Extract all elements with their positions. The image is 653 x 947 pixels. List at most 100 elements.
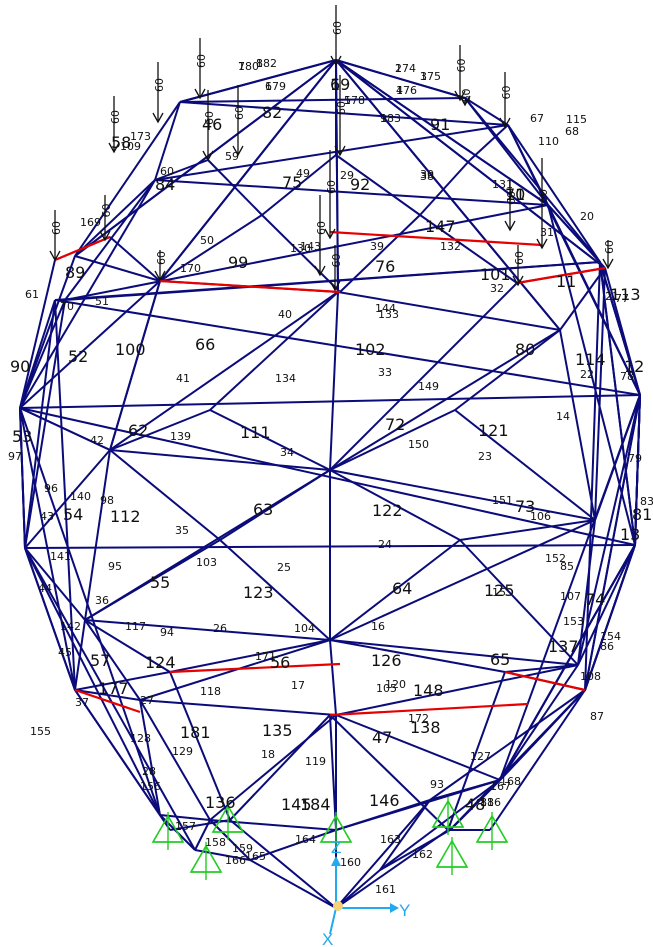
member-label: 113 [610, 285, 641, 304]
member-label: 177 [98, 679, 129, 698]
frame-member [594, 267, 606, 521]
member-label: 58 [111, 133, 131, 152]
member-label: 63 [253, 500, 273, 519]
frame-member [159, 59, 337, 282]
pinned-support-icon [319, 812, 353, 850]
frame-member [24, 544, 636, 549]
frame-member [547, 204, 641, 396]
down-arrow-icon [194, 88, 206, 100]
member-label: 25 [277, 561, 291, 574]
frame-member [329, 282, 518, 471]
member-label: 119 [305, 755, 326, 768]
member-label: 110 [538, 135, 559, 148]
frame-member [504, 664, 579, 673]
member-label: 147 [425, 217, 456, 236]
load-value: 60 [325, 180, 338, 194]
frame-member [459, 539, 579, 666]
load-value: 60 [331, 21, 344, 35]
frame-member [24, 547, 161, 816]
member-label: 141 [50, 550, 71, 563]
member-label: 156 [140, 780, 161, 793]
frame-member [459, 519, 596, 541]
frame-member [209, 291, 339, 411]
member-label: 57 [90, 651, 110, 670]
frame-member [335, 59, 561, 331]
axis-z-arrow-icon [331, 856, 341, 866]
frame-member [447, 671, 506, 831]
member-label: 53 [12, 427, 32, 446]
member-label: 39 [370, 240, 384, 253]
member-label: 172 [408, 712, 429, 725]
load-value: 60 [505, 191, 518, 205]
down-arrow-icon [602, 258, 614, 270]
point-load: 60 [330, 5, 344, 67]
frame-member [207, 159, 263, 216]
frame-member [419, 214, 518, 284]
member-label: 82 [262, 103, 282, 122]
member-label: 135 [262, 721, 293, 740]
member-label: 68 [565, 125, 579, 138]
member-label: 17 [291, 679, 305, 692]
point-load: 60 [154, 250, 168, 282]
load-value: 60 [335, 101, 348, 115]
frame-member [109, 409, 211, 451]
member-label: 95 [108, 560, 122, 573]
frame-member [194, 849, 251, 861]
member-label: 11 [556, 272, 576, 291]
member-label: 129 [172, 745, 193, 758]
frame-member [139, 699, 211, 821]
member-label: 4 [396, 84, 403, 97]
axis-z-label: Z [331, 838, 341, 857]
frame-member [109, 236, 161, 282]
member-label: 3 [420, 70, 427, 83]
brace-member [169, 662, 341, 674]
frame-member [84, 619, 331, 641]
member-label: 124 [145, 653, 176, 672]
frame-member [24, 299, 56, 549]
member-label: 2 [395, 62, 402, 75]
member-label: 47 [372, 728, 392, 747]
frame-member [84, 619, 141, 701]
member-label: 162 [412, 848, 433, 861]
frame-member [139, 699, 161, 816]
member-label: 67 [530, 112, 544, 125]
member-label: 42 [90, 434, 104, 447]
brace-member [329, 230, 543, 247]
frame-member [54, 299, 76, 691]
frame-member [24, 449, 111, 549]
member-label: 31 [540, 226, 554, 239]
member-label: 36 [95, 594, 109, 607]
frame-member [249, 859, 337, 909]
down-arrow-icon [454, 90, 466, 102]
frame-member [64, 179, 156, 301]
member-label: 40 [278, 308, 292, 321]
down-arrow-icon [499, 117, 511, 129]
member-label: 27 [140, 694, 154, 707]
frame-member [109, 280, 161, 451]
axis-y-label: Y [399, 901, 410, 920]
frame-member [74, 671, 171, 691]
frame-member [24, 299, 66, 549]
frame-member [19, 259, 56, 409]
member-label: 154 [600, 630, 621, 643]
load-value: 60 [603, 240, 616, 254]
load-value: 60 [330, 254, 343, 268]
frame-member [547, 204, 606, 269]
frame-member [469, 124, 509, 161]
frame-member [379, 779, 501, 871]
frame-member [219, 469, 331, 541]
frame-member [74, 179, 156, 257]
member-label: 184 [300, 795, 331, 814]
down-arrow-icon [99, 230, 111, 242]
frame-member [109, 291, 339, 451]
member-label: 94 [160, 626, 174, 639]
member-label: 49 [296, 167, 310, 180]
frame-member [74, 689, 171, 831]
member-label: 24 [378, 538, 392, 551]
frame-member [599, 261, 641, 396]
frame-member [454, 409, 596, 521]
down-arrow-icon [536, 238, 548, 250]
frame-member [169, 671, 231, 821]
frame-member [335, 714, 501, 781]
